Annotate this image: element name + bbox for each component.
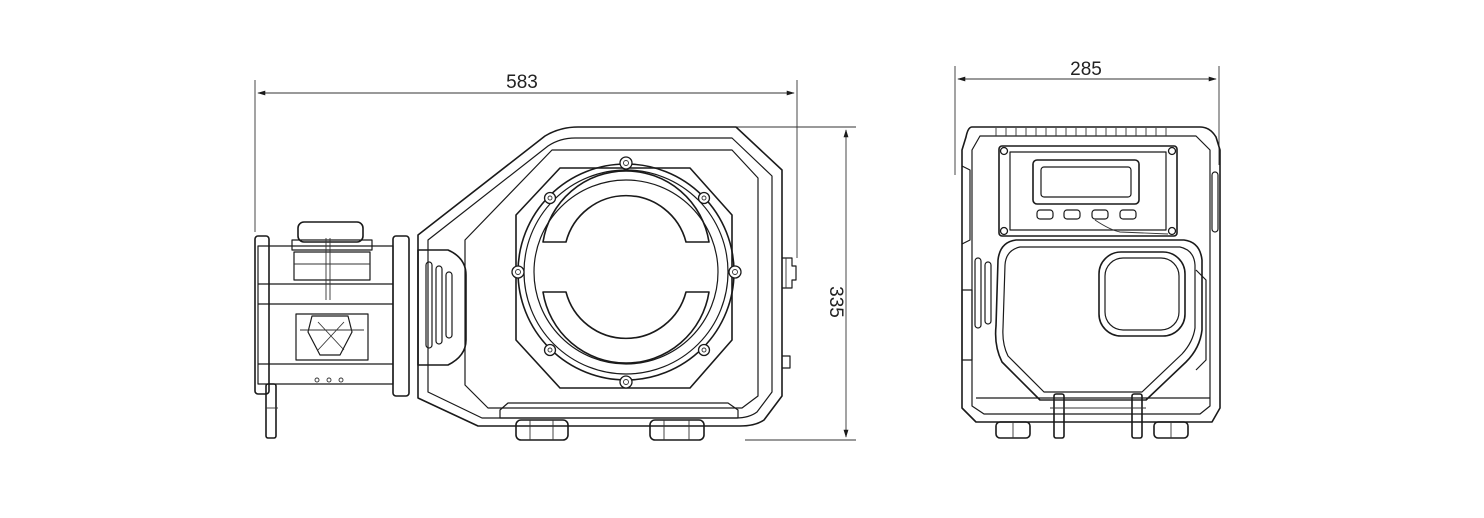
housing-outline bbox=[417, 126, 783, 427]
height-label: 335 bbox=[825, 286, 846, 318]
front-view: 285 bbox=[954, 59, 1221, 439]
height-dimension: 335 bbox=[736, 126, 856, 441]
side-view: 583 335 bbox=[254, 72, 856, 441]
front-body-outline bbox=[961, 126, 1221, 423]
front-width-label: 285 bbox=[1070, 59, 1102, 80]
inspection-window bbox=[1098, 251, 1186, 337]
round-cover bbox=[511, 156, 742, 389]
control-button-3 bbox=[1091, 209, 1109, 220]
control-panel bbox=[998, 145, 1178, 237]
control-button-2 bbox=[1063, 209, 1081, 220]
width-label: 583 bbox=[506, 72, 538, 93]
control-button-1 bbox=[1036, 209, 1054, 220]
control-button-4 bbox=[1119, 209, 1137, 220]
front-width-dimension: 285 bbox=[954, 59, 1220, 175]
width-dimension: 583 bbox=[254, 72, 798, 258]
front-side-vents bbox=[961, 165, 1219, 371]
front-base bbox=[976, 393, 1210, 439]
flange-assembly bbox=[254, 221, 410, 439]
display-screen bbox=[1032, 159, 1140, 205]
top-fins bbox=[995, 128, 1167, 136]
side-vent bbox=[417, 249, 467, 366]
lower-shield bbox=[994, 239, 1203, 401]
